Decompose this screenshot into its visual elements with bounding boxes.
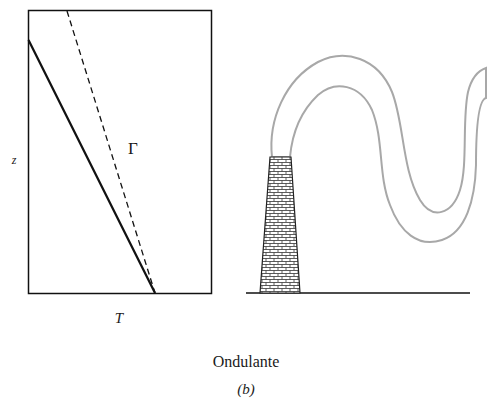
lapse-rate-symbol: Γ	[128, 140, 138, 157]
axis-label: T	[115, 311, 123, 326]
plot-frame	[29, 11, 212, 294]
temperature-profile	[29, 40, 156, 293]
axis-label: z	[12, 154, 17, 166]
smoke-plume	[271, 56, 486, 242]
caption-text: Ondulante	[213, 354, 280, 370]
adiabatic-line	[67, 11, 155, 293]
chimney	[260, 157, 300, 293]
figure-letter: (b)	[237, 382, 255, 397]
